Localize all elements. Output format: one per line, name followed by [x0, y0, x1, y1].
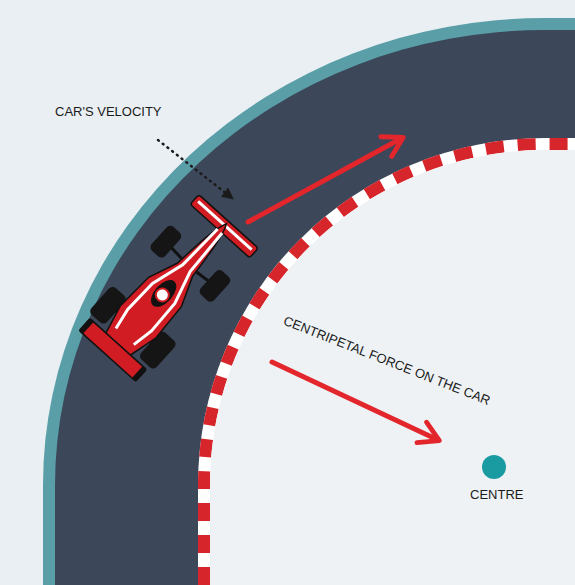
race-car: [75, 192, 262, 385]
track-border: [43, 18, 575, 585]
kerb: [198, 138, 575, 585]
asphalt: [55, 30, 575, 585]
callout-label: CENTRE: [470, 487, 523, 503]
centre-dot: [482, 455, 506, 479]
leader-line: [158, 140, 232, 198]
callout-label: CAR'S VELOCITY: [55, 104, 162, 120]
velocity-arrow: [248, 138, 402, 222]
kerb-stripes: [204, 144, 575, 585]
